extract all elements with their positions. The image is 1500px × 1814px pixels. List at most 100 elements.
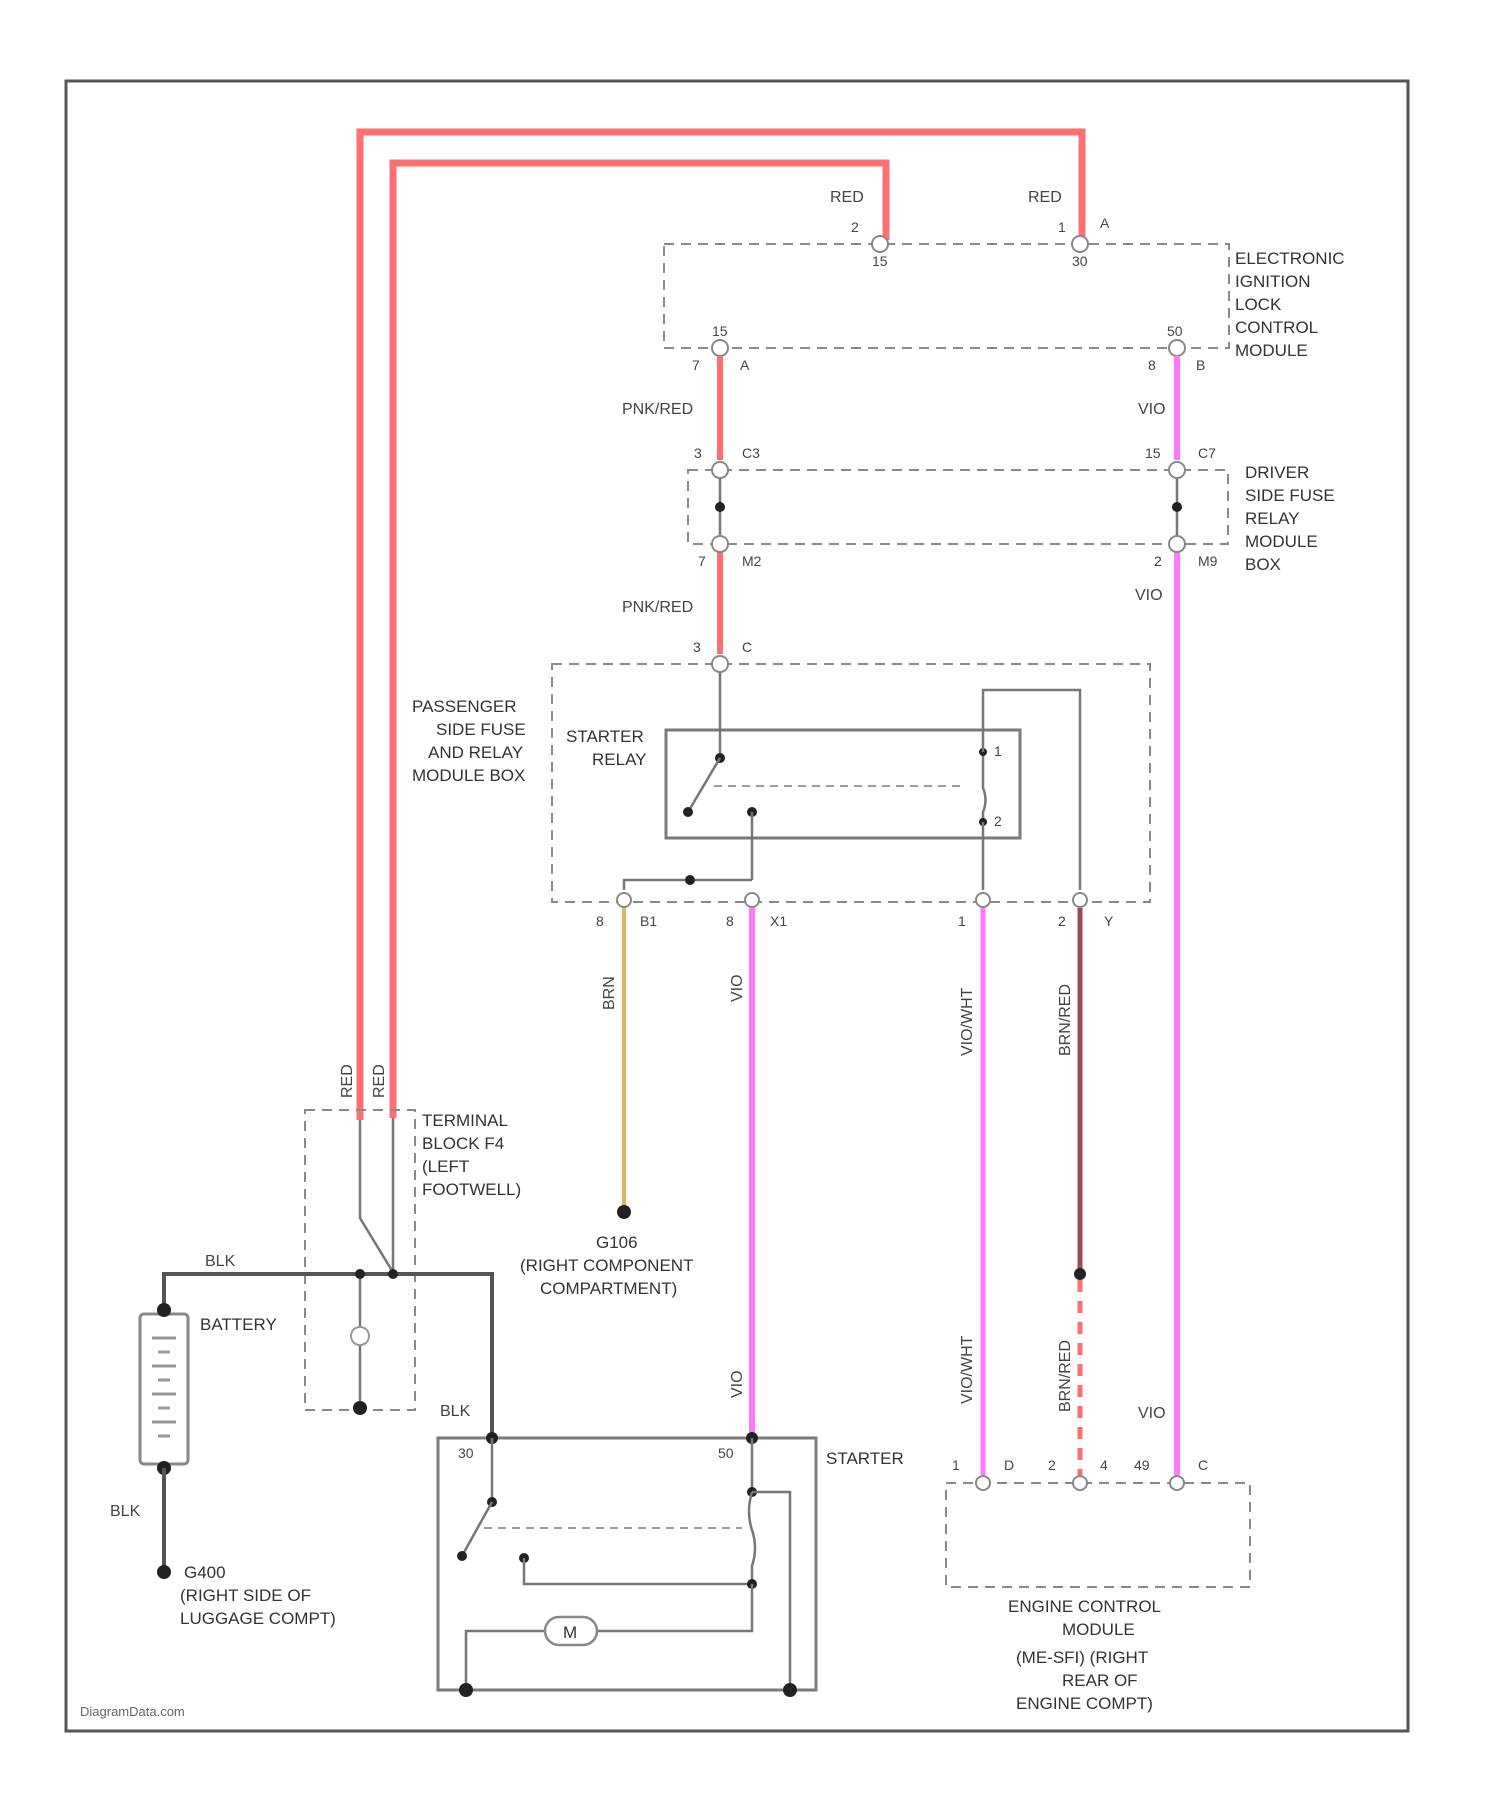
svg-text:G400: G400 xyxy=(184,1563,226,1582)
eis-pin-15-top xyxy=(872,236,888,252)
terminal-block-label: TERMINAL BLOCK F4 (LEFT FOOTWELL) xyxy=(422,1111,521,1199)
starter-ground-left xyxy=(459,1683,473,1697)
svg-text:MODULE: MODULE xyxy=(1062,1620,1135,1639)
vio-label-upper: VIO xyxy=(1138,401,1166,418)
vio-label-middle: VIO xyxy=(1135,587,1163,604)
starter-motor-path-right xyxy=(597,1616,752,1631)
blk-label-starter: BLK xyxy=(440,1403,471,1420)
driver-pin-c7 xyxy=(1169,462,1185,478)
brn-red-splice xyxy=(1074,1268,1086,1280)
svg-text:LOCK: LOCK xyxy=(1235,295,1282,314)
eis-top-right-id: 30 xyxy=(1072,253,1088,269)
ecm-label: ENGINE CONTROL MODULE (ME-SFI) (RIGHT RE… xyxy=(1008,1597,1161,1713)
starter-relay-label: STARTER RELAY xyxy=(566,727,647,769)
blk-node-terminal-a xyxy=(355,1269,365,1279)
blk-label-top: BLK xyxy=(205,1253,236,1270)
drv-top-left-conn: C3 xyxy=(742,445,760,461)
pass-pin-1 xyxy=(976,893,990,907)
g106-ground-dot xyxy=(617,1205,631,1219)
relay-b1-node xyxy=(685,875,695,885)
ecm-pin-vio xyxy=(1170,1476,1184,1490)
svg-text:TERMINAL: TERMINAL xyxy=(422,1111,508,1130)
driver-box-node-left xyxy=(715,502,725,512)
eis-module-box xyxy=(664,244,1229,348)
starter-ground-right xyxy=(783,1683,797,1697)
drv-bot-right-conn: M9 xyxy=(1198,553,1218,569)
passenger-box-label: PASSENGER SIDE FUSE AND RELAY MODULE BOX xyxy=(412,697,526,785)
pnk-red-label-lower: PNK/RED xyxy=(622,599,693,616)
drv-bot-left-num: 7 xyxy=(698,553,706,569)
drv-bot-left-conn: M2 xyxy=(742,553,762,569)
drv-top-right-num: 15 xyxy=(1145,445,1161,461)
ecm-pin-49: 49 xyxy=(1134,1457,1150,1473)
pass-bot-1-conn: B1 xyxy=(640,913,657,929)
eis-module-label: ELECTRONIC IGNITION LOCK CONTROL MODULE xyxy=(1235,249,1345,360)
svg-text:RELAY: RELAY xyxy=(592,750,647,769)
ecm-pin-2: 2 xyxy=(1048,1457,1056,1473)
svg-text:RELAY: RELAY xyxy=(1245,509,1300,528)
eis-bot-right-conn: B xyxy=(1196,357,1205,373)
starter-label: STARTER xyxy=(826,1449,904,1468)
drv-top-left-num: 3 xyxy=(694,445,702,461)
terminal-red-label-1: RED xyxy=(339,1064,356,1098)
svg-text:MODULE BOX: MODULE BOX xyxy=(412,766,525,785)
eis-top-right-conn: A xyxy=(1100,215,1110,231)
pass-pin-c3 xyxy=(712,656,728,672)
vio-label-lower: VIO xyxy=(1138,1405,1166,1422)
g400-ground-dot xyxy=(157,1565,171,1579)
drv-bot-right-num: 2 xyxy=(1154,553,1162,569)
svg-text:PASSENGER: PASSENGER xyxy=(412,697,517,716)
svg-text:(RIGHT COMPONENT: (RIGHT COMPONENT xyxy=(520,1256,693,1275)
ecm-pin-brn-red xyxy=(1073,1476,1087,1490)
starter-solenoid-coil-a xyxy=(749,1492,755,1584)
battery-symbol xyxy=(140,1314,188,1464)
driver-box-node-right xyxy=(1172,502,1182,512)
ecm-box xyxy=(946,1483,1250,1587)
starter-switch-bottom xyxy=(457,1551,467,1561)
driver-pin-m9 xyxy=(1169,536,1185,552)
svg-text:COMPARTMENT): COMPARTMENT) xyxy=(540,1279,677,1298)
brn-red-label-lower: BRN/RED xyxy=(1057,1340,1074,1412)
g106-label: G106 (RIGHT COMPONENT COMPARTMENT) xyxy=(520,1233,693,1298)
svg-text:CONTROL: CONTROL xyxy=(1235,318,1318,337)
terminal-internal-a xyxy=(360,1120,394,1274)
svg-text:(ME-SFI) (RIGHT: (ME-SFI) (RIGHT xyxy=(1016,1648,1148,1667)
pass-top-num: 3 xyxy=(693,639,701,655)
eis-bot-right-num: 8 xyxy=(1148,357,1156,373)
relay-coil-feed xyxy=(983,690,1080,890)
svg-text:ENGINE COMPT): ENGINE COMPT) xyxy=(1016,1694,1153,1713)
svg-text:SIDE FUSE: SIDE FUSE xyxy=(1245,486,1335,505)
svg-text:ELECTRONIC: ELECTRONIC xyxy=(1235,249,1345,268)
relay-coil xyxy=(983,752,986,822)
vio-wht-label-lower: VIO/WHT xyxy=(959,1335,976,1404)
blk-node-terminal-b xyxy=(388,1269,398,1279)
ecm-pin-1: 1 xyxy=(952,1457,960,1473)
g400-label: G400 (RIGHT SIDE OF LUGGAGE COMPT) xyxy=(180,1563,336,1628)
relay-pin-1: 1 xyxy=(994,743,1002,759)
relay-pin-2: 2 xyxy=(994,813,1002,829)
starter-motor-label: M xyxy=(563,1623,577,1642)
driver-pin-m2 xyxy=(712,536,728,552)
driver-box-label: DRIVER SIDE FUSE RELAY MODULE BOX xyxy=(1245,463,1335,574)
driver-pin-c3 xyxy=(712,462,728,478)
pass-bot-2-conn: X1 xyxy=(770,913,787,929)
eis-bot-left-num: 7 xyxy=(692,357,700,373)
svg-text:(RIGHT SIDE OF: (RIGHT SIDE OF xyxy=(180,1586,311,1605)
eis-bot-right-id: 50 xyxy=(1167,323,1183,339)
pass-bot-4: 2 xyxy=(1058,913,1066,929)
red-wire-label-right: RED xyxy=(1028,189,1062,206)
watermark: DiagramData.com xyxy=(80,1704,185,1719)
svg-text:MODULE: MODULE xyxy=(1235,341,1308,360)
battery-label: BATTERY xyxy=(200,1315,277,1334)
starter-motor-feed xyxy=(524,1558,752,1584)
drv-top-right-conn: C7 xyxy=(1198,445,1216,461)
terminal-node-lower xyxy=(353,1401,367,1415)
battery-positive-dot xyxy=(157,1303,171,1317)
svg-text:STARTER: STARTER xyxy=(566,727,644,746)
ecm-pin-d: D xyxy=(1004,1457,1014,1473)
ecm-pin-4: 4 xyxy=(1100,1457,1108,1473)
ecm-pin-c: C xyxy=(1198,1457,1208,1473)
ecm-pin-vio-wht xyxy=(976,1476,990,1490)
terminal-fuse-mark xyxy=(351,1327,369,1345)
